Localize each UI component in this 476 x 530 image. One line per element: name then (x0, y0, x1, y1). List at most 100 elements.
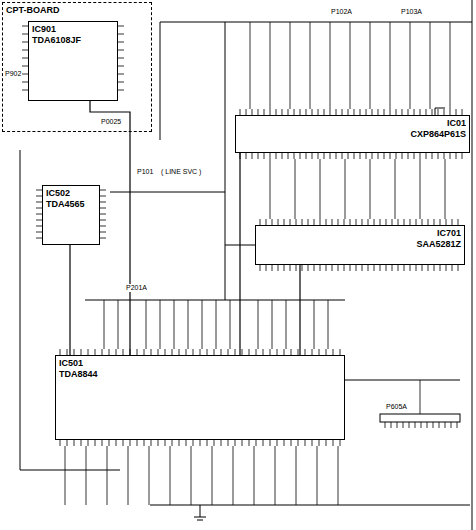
connector-pin (451, 422, 452, 428)
ic-pin (100, 238, 106, 239)
connector-pin (415, 422, 416, 428)
ic-chip: IC01CXP864P61S (235, 115, 470, 153)
ic-pin (426, 153, 427, 159)
ic-pin (330, 153, 331, 159)
ic-pin (319, 440, 320, 446)
ic-pin (362, 265, 363, 271)
wire (395, 159, 396, 219)
ic-pin (100, 208, 106, 209)
wire (328, 300, 329, 349)
wire (225, 22, 226, 300)
ic-pin (118, 42, 124, 43)
ic-pin (410, 265, 411, 271)
ic-pin (332, 265, 333, 271)
ic-pin (284, 265, 285, 271)
ic-pin (272, 265, 273, 271)
connector-name: P0025 (100, 118, 122, 126)
wire (202, 300, 203, 349)
part-number: SAA5281Z (259, 239, 461, 250)
connector-pin (385, 422, 386, 428)
ic-pin (118, 58, 124, 59)
connector-bus (85, 300, 345, 301)
ic-pin (392, 265, 393, 271)
ic-pin (416, 265, 417, 271)
ic-pin (340, 440, 341, 446)
bus-wire (160, 22, 472, 23)
ic-pin (344, 265, 345, 271)
ic-pin (398, 265, 399, 271)
ic-pin (300, 153, 301, 159)
part-ref: IC502 (46, 188, 96, 199)
ic-pin (291, 440, 292, 446)
ic-pin (378, 153, 379, 159)
ic-pin (446, 265, 447, 271)
ic-pin (414, 153, 415, 159)
wire (150, 505, 470, 506)
part-number: TDA4565 (46, 199, 96, 210)
ic-pin (296, 265, 297, 271)
part-ref: IC501 (59, 358, 341, 369)
ic-pin (386, 265, 387, 271)
ic-pin (278, 265, 279, 271)
ic-pin (452, 265, 453, 271)
wire (230, 300, 231, 349)
ic-pin (60, 440, 61, 446)
ic-pin (74, 440, 75, 446)
ic-pin (354, 153, 355, 159)
wire (296, 446, 297, 505)
wire (160, 300, 161, 349)
ic-pin (380, 265, 381, 271)
ic-pin (308, 265, 309, 271)
ic-pin (67, 440, 68, 446)
ic-pin (102, 440, 103, 446)
ic-pin (264, 153, 265, 159)
wire (330, 22, 331, 109)
ic-pin (246, 153, 247, 159)
wire (65, 446, 66, 505)
ic-pin (312, 440, 313, 446)
ic-pin (360, 153, 361, 159)
ic-pin (256, 440, 257, 446)
ic-pin (100, 226, 106, 227)
ic-pin (374, 265, 375, 271)
ic-pin (179, 440, 180, 446)
connector-pin (391, 422, 392, 428)
wire (104, 300, 105, 349)
ic-pin (350, 265, 351, 271)
ic-pin (151, 440, 152, 446)
ic-pin (118, 34, 124, 35)
wire (350, 22, 351, 109)
ic-pin (366, 153, 367, 159)
connector-pin (403, 422, 404, 428)
connector-pin (445, 422, 446, 428)
ic-pin (186, 440, 187, 446)
wire (20, 150, 21, 470)
ic-pin (144, 440, 145, 446)
wire (445, 159, 446, 219)
wire (338, 446, 339, 505)
connector-pin (439, 422, 440, 428)
ic-pin (276, 153, 277, 159)
ic-pin (270, 153, 271, 159)
ic-pin (434, 265, 435, 271)
ic-pin (118, 82, 124, 83)
wire (390, 22, 391, 109)
connector-pin (397, 422, 398, 428)
ic-pin (408, 153, 409, 159)
ic-pin (320, 265, 321, 271)
ic-pin (242, 440, 243, 446)
ic-pin (118, 26, 124, 27)
wire (410, 22, 411, 109)
ic-pin (456, 153, 457, 159)
ic-pin (123, 440, 124, 446)
ic-pin (298, 440, 299, 446)
connector-name: P101 (136, 168, 154, 176)
wire (450, 22, 451, 109)
connector-name: P201A (125, 284, 148, 292)
ic-pin (314, 265, 315, 271)
wire (270, 159, 271, 219)
ic-pin (100, 220, 106, 221)
wire (295, 159, 296, 219)
ic-pin (228, 440, 229, 446)
